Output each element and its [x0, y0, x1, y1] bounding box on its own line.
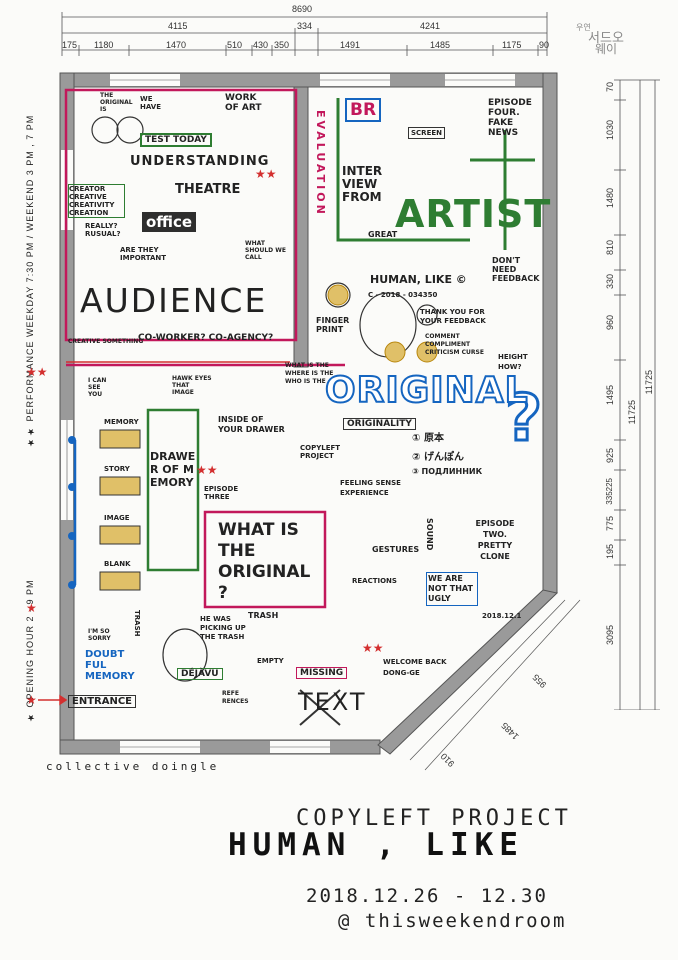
svg-text:★★: ★★	[362, 641, 384, 655]
map-label-br: BR	[345, 98, 382, 122]
map-label-what-should-we-call: WHAT SHOULD WE CALL	[245, 240, 286, 261]
map-label-comment: COMMENT COMPLIMENT CRITICISM CURSE	[425, 333, 484, 356]
map-label-screen: SCREEN	[408, 127, 445, 139]
map-label-office: office	[142, 212, 197, 232]
map-label-height-how: HEIGHT HOW?	[498, 353, 528, 371]
collective-name: collective doingle	[46, 760, 220, 773]
map-label-sound: SOUND	[425, 518, 434, 551]
right-dimension-lines: 70 1030 1480 810 330 960 1495 925 335225…	[600, 70, 670, 710]
map-label-are-they-important: ARE THEY IMPORTANT	[120, 246, 167, 262]
map-label-creator: CREATOR CREATIVE CREATIVITY CREATION	[68, 184, 125, 218]
map-label-work-of-art: WORK OF ART	[225, 93, 262, 113]
memory-item: STORY	[104, 465, 130, 473]
map-label-really: REALLY? RUSUAL?	[85, 222, 121, 238]
dim-right-half: 4241	[420, 21, 441, 31]
map-label-we-have: WE HAVE	[140, 95, 161, 111]
map-label-dont-need-feedback: DON'T NEED FEEDBACK	[492, 256, 540, 283]
map-label-test-today: TEST TODAY	[140, 133, 212, 147]
map-label-entrance: ENTRANCE	[68, 695, 136, 708]
map-label-original: ORIGINAL	[324, 369, 529, 412]
logo-line: 우연	[576, 23, 591, 32]
map-label-human-like: HUMAN, LIKE ©	[370, 273, 467, 286]
dim-seg: 1491	[340, 40, 361, 50]
map-label-orig-item: ② げんぽん	[412, 452, 464, 463]
dim-seg: 430	[253, 40, 269, 50]
map-label-original-is: THE ORIGINAL IS	[100, 92, 133, 113]
map-label-trash-2: TRASH	[248, 611, 279, 620]
svg-text:★: ★	[26, 601, 37, 615]
map-label-empty: EMPTY	[257, 657, 284, 665]
map-label-not-that-ugly: WE ARE NOT THAT UGLY	[426, 572, 478, 606]
dim-seg: 1470	[166, 40, 187, 50]
map-label-inside-drawer: INSIDE OF YOUR DRAWER	[218, 415, 285, 434]
map-label-he-was: HE WAS PICKING UP THE TRASH	[200, 615, 246, 641]
map-label-i-can-see-you: I CAN SEE YOU	[88, 377, 107, 398]
logo-line: 서드오	[588, 31, 624, 46]
map-label-date-small: 2018.12.1	[482, 612, 522, 620]
map-label-gestures: GESTURES	[372, 545, 420, 554]
dim-seg: 1485	[430, 40, 451, 50]
map-label-audience: AUDIENCE	[80, 281, 268, 320]
map-label-great: GREAT	[368, 230, 398, 239]
dim-seg: 1180	[94, 40, 114, 50]
map-label-interview-from: INTER VIEW FROM	[342, 164, 383, 204]
map-label-doubtful-memory: DOUBT FUL MEMORY	[85, 649, 135, 682]
dim-seg: 90	[539, 40, 550, 50]
map-label-episode-three: EPISODE THREE	[204, 485, 239, 501]
map-label-drawer-of-memory: DRAWER OF MEMORY	[150, 450, 196, 489]
map-label-what-is-the: WHAT IS THE WHERE IS THE WHO IS THE	[285, 362, 334, 385]
map-label-originality: ORIGINALITY	[343, 418, 416, 430]
map-label-hawk-eyes: HAWK EYES THAT IMAGE	[172, 375, 212, 396]
title-line-1: COPYLEFT PROJECT	[296, 806, 572, 831]
event-venue: @ thisweekendroom	[338, 910, 567, 932]
map-label-episode-four: EPISODE FOUR. FAKE NEWS	[488, 98, 532, 138]
map-label-coworker: CO-WORKER? CO-AGENCY?	[138, 333, 274, 343]
map-label-trash: TRASH	[133, 610, 141, 637]
title-line-2: HUMAN , LIKE	[228, 827, 524, 863]
map-label-artist: ARTIST	[395, 192, 552, 236]
memory-item: IMAGE	[104, 514, 130, 522]
map-label-copyleft-project: COPYLEFT PROJECT	[300, 444, 341, 460]
dim-seg: 350	[274, 40, 290, 50]
dim-left-half: 4115	[168, 21, 188, 31]
floor-plan: ★★ ★★ ★★ ★★ ★ ★ ?	[26, 72, 581, 771]
map-label-thank-you: THANK YOU FOR YOUR FEEDBACK	[420, 308, 486, 325]
map-label-creative-something: CREATIVE SOMETHING	[68, 338, 144, 345]
map-label-fingerprint: FINGER PRINT	[316, 316, 350, 334]
event-dates: 2018.12.26 - 12.30	[306, 885, 548, 907]
dim-mid: 334	[297, 21, 313, 31]
map-label-what-is-the-original: WHAT IS THE ORIGINAL ?	[218, 520, 311, 603]
map-label-feeling: FEELING SENSE EXPERIENCE	[340, 479, 401, 497]
logo-line: 웨이	[594, 42, 618, 56]
map-label-text: TEXT	[298, 688, 367, 716]
dim-seg: 510	[227, 40, 243, 50]
dim-seg: 175	[62, 40, 78, 50]
map-label-theatre: THEATRE	[175, 182, 241, 197]
map-label-missing: MISSING	[296, 667, 348, 679]
map-label-understanding: UNDERSTANDING	[130, 154, 270, 169]
dim-seg: 1175	[502, 40, 522, 50]
venue-logo: 우연 서드오 웨이	[576, 22, 636, 55]
map-label-orig-item: ① 原本	[412, 433, 444, 444]
map-label-dejavu: DÉJÀVU	[177, 668, 223, 680]
svg-text:★★: ★★	[26, 365, 48, 379]
svg-text:★: ★	[26, 693, 37, 707]
map-label-evaluation: EVALUATION	[314, 110, 327, 217]
svg-text:?: ?	[505, 382, 542, 456]
map-label-code: C - 2018 - 034350	[368, 291, 438, 299]
map-label-im-so-sorry: I'M SO SORRY	[88, 628, 111, 642]
svg-text:★★: ★★	[196, 463, 218, 477]
svg-text:★★: ★★	[255, 167, 277, 181]
memory-item: BLANK	[104, 560, 131, 568]
memory-item: MEMORY	[104, 418, 139, 426]
map-label-welcome-back: WELCOME BACK DONG-GE	[383, 658, 447, 677]
dim-total: 8690	[292, 4, 313, 14]
map-label-episode-two: EPISODE TWO. PRETTY CLONE	[475, 519, 515, 561]
map-label-orig-item: ③ ПОДЛИННИК	[412, 467, 483, 476]
map-label-references: REFE RENCES	[222, 690, 249, 705]
top-dimension-lines: 8690 4115 334 4241 175 1180 1470 510 430…	[0, 0, 678, 60]
map-label-reactions: REACTIONS	[352, 577, 397, 585]
